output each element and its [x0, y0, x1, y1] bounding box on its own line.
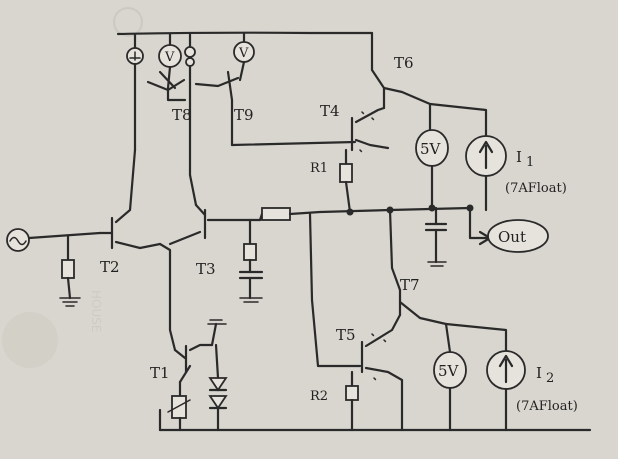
resistor-r2: R2: [310, 370, 359, 432]
t1-label: T1: [150, 364, 170, 382]
top-components: V V: [126, 32, 255, 177]
signal-source: [6, 228, 102, 307]
t3-label: T3: [196, 260, 216, 278]
t6-label: T6: [394, 54, 414, 72]
t9-label: T9: [234, 106, 254, 124]
diode-symbol-2: [184, 46, 196, 58]
out-label: Out: [498, 228, 526, 246]
source-5v-top: 5V: [415, 102, 449, 210]
t7-label: T7: [400, 276, 420, 294]
paper-bleed-through: HOUSE: [2, 7, 143, 368]
wire-tail: [158, 242, 177, 352]
t4-label: T4: [320, 102, 340, 120]
t3-rc-network: [238, 218, 264, 303]
input-resistor: [61, 259, 75, 279]
transistor-t8: T8: [146, 70, 192, 124]
transistor-t2: T2: [98, 148, 162, 276]
i2-subscript: 2: [546, 371, 554, 386]
current-source-i2: I 2 (7AFloat): [444, 322, 578, 432]
voltmeter-1-label: V: [164, 50, 175, 65]
resistor-r1: R1: [310, 148, 353, 214]
source-5v-top-label: 5V: [420, 140, 442, 158]
output-network: [346, 204, 492, 267]
t2-label: T2: [100, 258, 120, 276]
t5-label: T5: [336, 326, 356, 344]
transistor-t5: T5: [308, 212, 404, 432]
diode-chain: [207, 319, 228, 432]
r1-label: R1: [310, 161, 328, 176]
transistor-t1: T1: [150, 343, 214, 432]
transistor-t7: T7: [388, 208, 448, 326]
transistor-t6: T6: [370, 31, 432, 110]
i2-label: I: [536, 364, 542, 382]
i1-subscript: 1: [526, 155, 534, 170]
svg-text:HOUSE: HOUSE: [89, 290, 103, 332]
voltmeter-2-label: V: [238, 46, 249, 61]
current-source-i1: I 1 (7AFloat): [428, 102, 567, 212]
source-5v-bottom: 5V: [433, 322, 467, 432]
t8-label: T8: [172, 106, 192, 124]
middle-resistor: [258, 206, 472, 222]
output-terminal: Out: [487, 219, 549, 253]
transistor-t4: T4: [320, 102, 390, 154]
r2-label: R2: [310, 389, 328, 404]
transistor-t3: T3: [168, 173, 262, 278]
i2-note: (7AFloat): [516, 399, 578, 414]
wire-t9-t4: [230, 140, 357, 147]
source-5v-bottom-label: 5V: [438, 362, 460, 380]
transistor-t9: T9: [194, 70, 254, 147]
potentiometer: [171, 395, 187, 419]
i1-note: (7AFloat): [505, 181, 567, 196]
top-rail: [116, 31, 374, 36]
i1-label: I: [516, 148, 522, 166]
